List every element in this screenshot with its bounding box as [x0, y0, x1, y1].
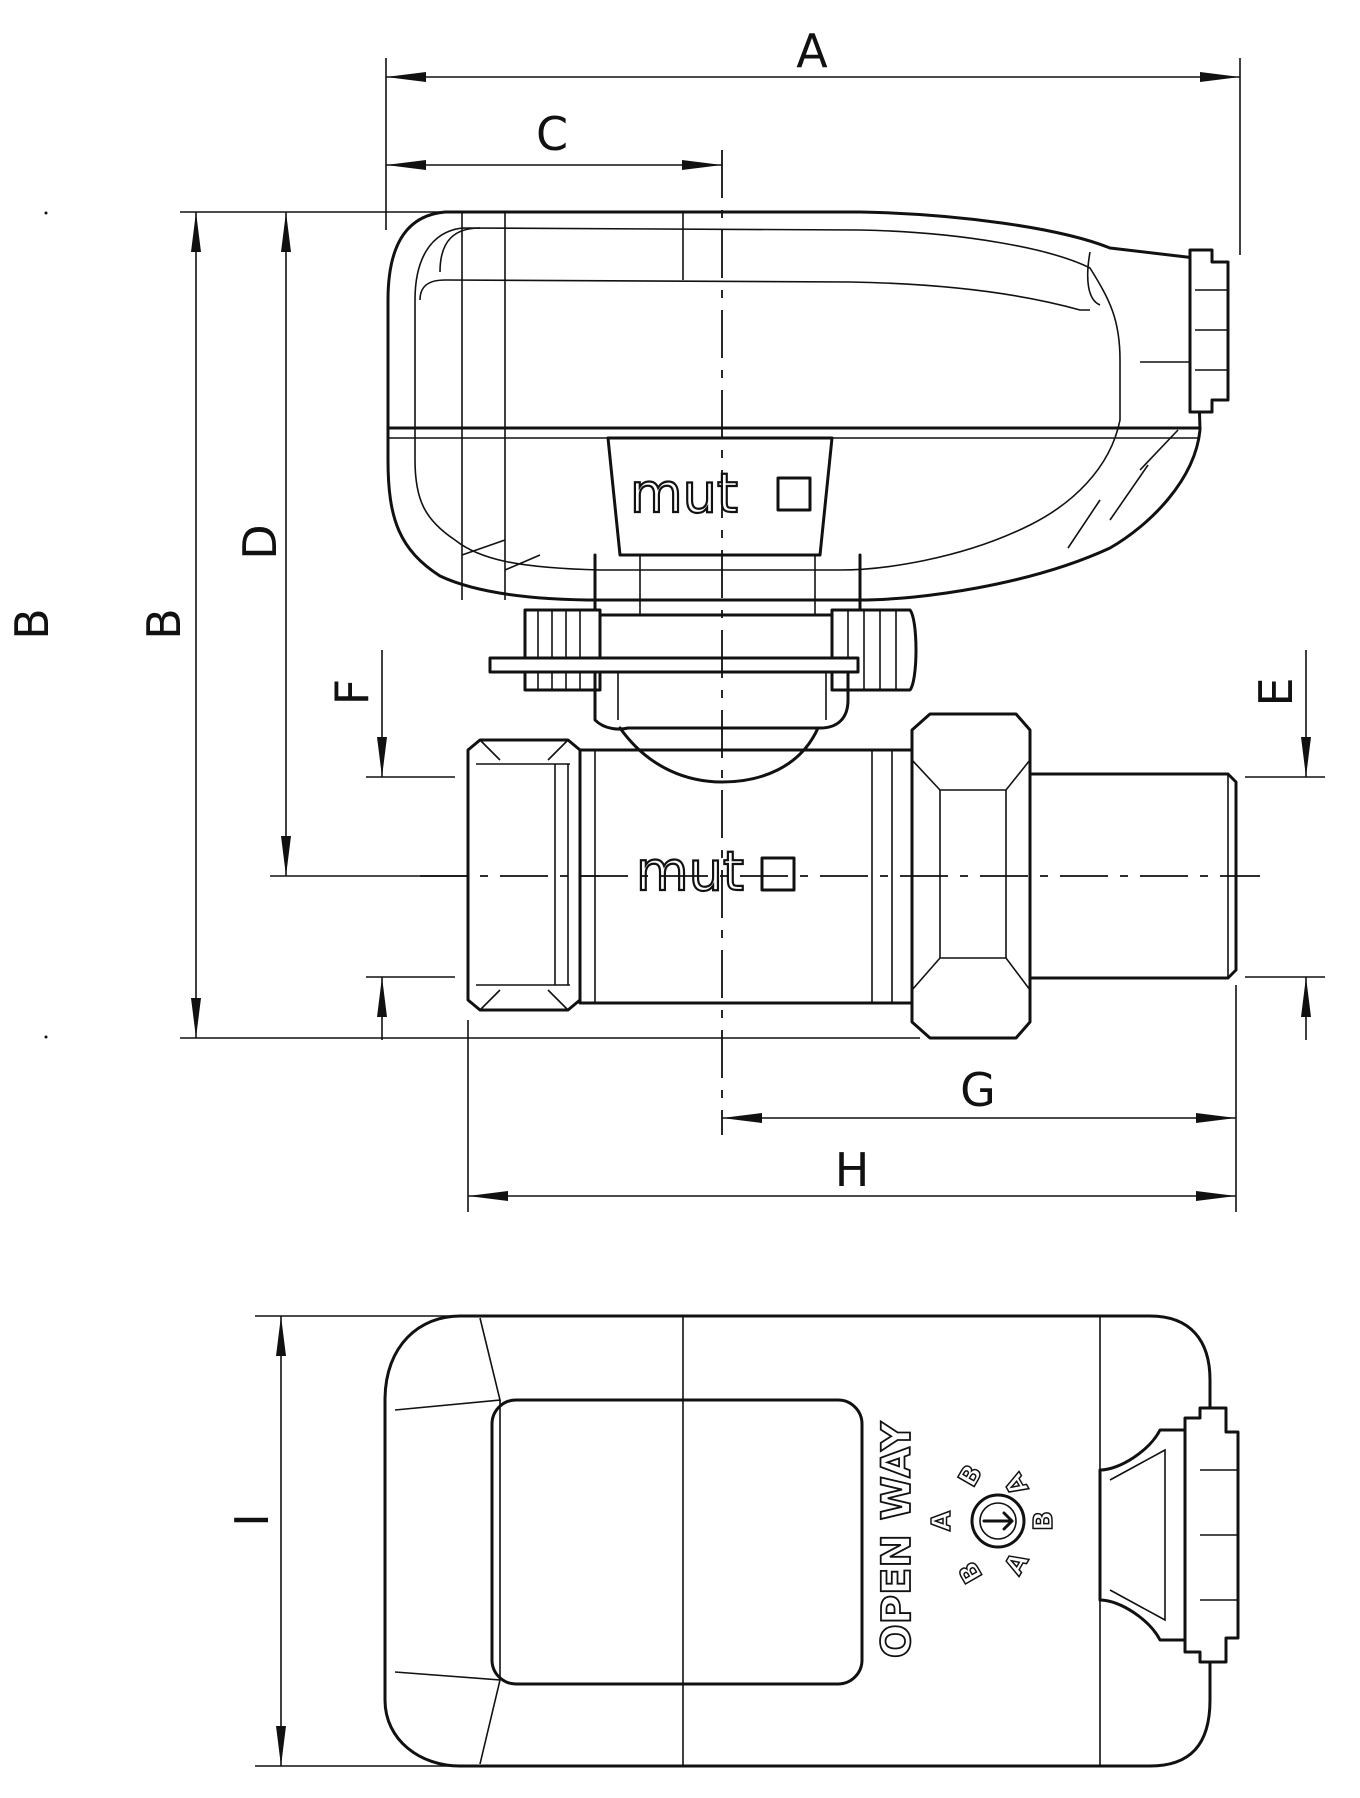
open-way-dial: A B A B A B — [926, 1459, 1060, 1589]
dim-label-b-outer: B — [5, 608, 59, 640]
actuator-logo: mut — [630, 462, 738, 525]
dim-label-i: I — [225, 1513, 279, 1527]
dim-label-e: E — [1249, 677, 1303, 706]
dial-letter-right: B — [1029, 1511, 1059, 1531]
valve-body-side-view: mut — [466, 712, 1238, 1040]
dim-label-d: D — [233, 524, 287, 559]
dim-label-f: F — [325, 679, 379, 705]
open-way-label: OPEN WAY — [874, 1421, 920, 1659]
valve-body-logo: mut — [636, 840, 744, 903]
dial-letter-bottom-right: A — [999, 1548, 1035, 1580]
coupling-side-view — [488, 608, 918, 784]
extension-lines — [180, 58, 1325, 1767]
dimension-labels: A C B B D F E G H I — [5, 24, 1303, 1527]
dim-label-a: A — [796, 24, 828, 78]
top-view-window — [490, 1398, 864, 1686]
dial-letter-top-left: B — [953, 1460, 989, 1492]
dimension-lines — [191, 72, 1311, 1766]
registration-dot-top — [44, 211, 48, 215]
actuator-side-view: mut — [386, 210, 1230, 617]
dim-label-b-inner: B — [137, 608, 191, 640]
valve-body-logo-square — [760, 856, 796, 892]
actuator-top-view: OPEN WAY A B A B A B — [383, 1314, 1240, 1768]
dial-letter-bottom-left: B — [953, 1556, 989, 1588]
dim-label-h: H — [835, 1143, 870, 1197]
dim-label-g: G — [960, 1063, 996, 1117]
center-lines — [420, 150, 1260, 1135]
dim-label-c: C — [536, 107, 568, 161]
actuator-logo-square — [776, 476, 812, 512]
registration-dot-bottom — [44, 1035, 48, 1039]
dial-letter-left: A — [927, 1511, 957, 1531]
